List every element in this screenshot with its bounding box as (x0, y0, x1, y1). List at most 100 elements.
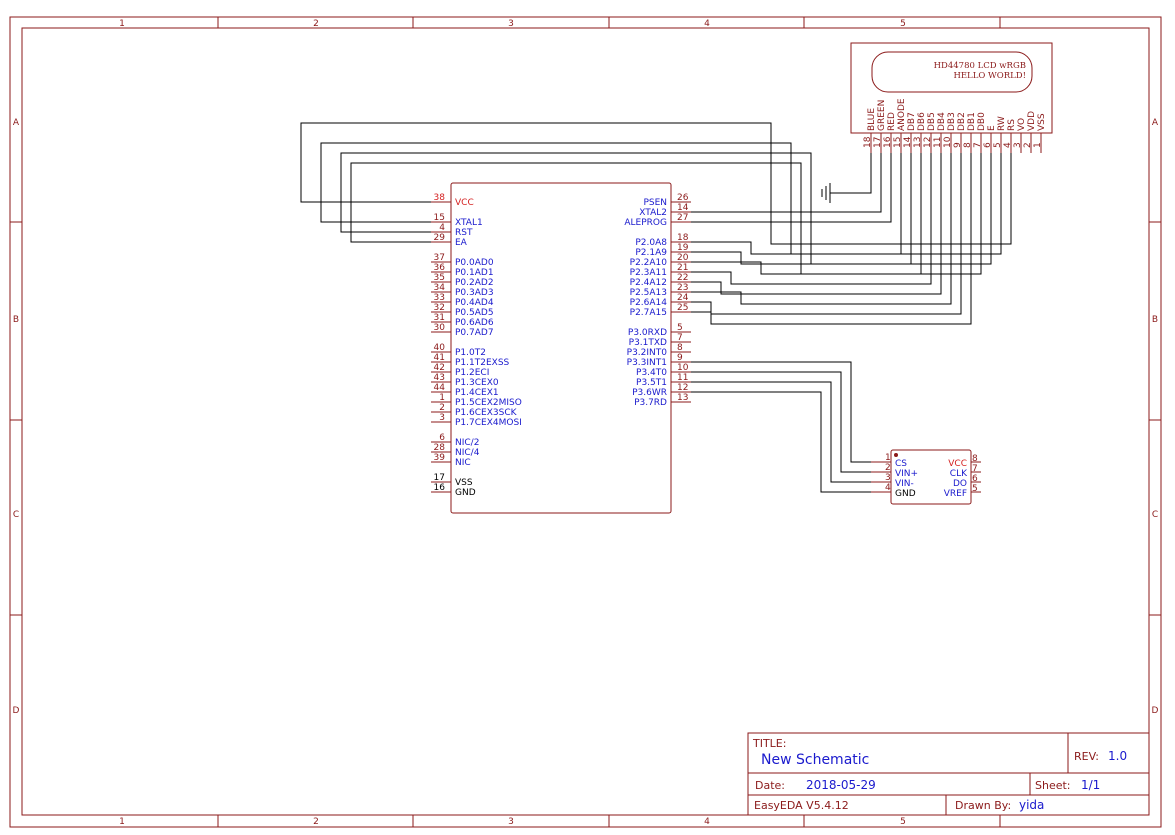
wire-p36-to-adc-gnd (691, 391, 871, 493)
lcd-pin-9-number: 9 (953, 142, 963, 148)
wire-aleprog-to-lcd-red (691, 153, 892, 223)
wire-ground-to-lcd-blue (869, 153, 872, 194)
mcu-pin-29-name: EA (455, 238, 468, 248)
lcd-pin-6-number: 6 (983, 142, 993, 148)
zone-row-D-right: D (1152, 706, 1159, 716)
lcd-pins: 18BLUE17GREEN16RED15ANODE14DB713DB612DB5… (863, 98, 1047, 153)
mcu-pin-18-name: P2.0A8 (635, 238, 667, 248)
mcu-pin-29-number: 29 (434, 233, 446, 243)
wire-p21-to-lcd-db7 (691, 153, 912, 265)
mcu-pin-5-number: 5 (677, 323, 683, 333)
lcd-pin-4-name: RS (1007, 119, 1017, 131)
adc-pin-4-number: 4 (885, 483, 891, 493)
mcu-pin-24-name: P2.6A14 (630, 298, 668, 308)
wire-rst-to-lcd-e (340, 152, 992, 265)
mcu-pin-1-number: 1 (439, 393, 445, 403)
mcu-pin-40-number: 40 (434, 343, 446, 353)
mcu-pin-15-number: 15 (434, 213, 445, 223)
lcd-pin-11-number: 11 (933, 137, 943, 148)
mcu-pin-7-name: P3.1TXD (629, 338, 667, 348)
sheet-label: Sheet: (1035, 779, 1071, 792)
mcu-pin-11-name: P3.5T1 (636, 378, 667, 388)
mcu-pin-4-name: RST (455, 228, 473, 238)
adc-body (890, 449, 972, 505)
mcu-pin-21-number: 21 (677, 263, 688, 273)
mcu-pin-27-number: 27 (677, 213, 688, 223)
lcd-pin-10-number: 10 (943, 136, 953, 148)
lcd-pin-18-name: BLUE (867, 108, 877, 131)
adc-pin-4-name: GND (895, 489, 916, 499)
mcu-pin-30-name: P0.7AD7 (455, 328, 494, 338)
mcu-pin-13-number: 13 (677, 393, 688, 403)
zone-col-2-top: 2 (313, 19, 319, 29)
mcu-pin-20-number: 20 (677, 253, 689, 263)
mcu-pin-38-name: VCC (455, 198, 474, 208)
mcu-pin-1-name: P1.5CEX2MISO (455, 398, 522, 408)
wire-p25-to-lcd-db3 (691, 153, 952, 305)
lcd-text-line2: HELLO WORLD! (953, 71, 1026, 81)
wire-ea-to-lcd-db0 (350, 153, 982, 275)
lcd-pin-6-name: E (987, 125, 997, 131)
zone-row-A-right: A (1152, 118, 1159, 128)
title-value: New Schematic (761, 752, 869, 768)
lcd-pin-7-name: DB0 (977, 112, 987, 131)
mcu-pin-41-name: P1.1T2EXSS (455, 358, 510, 368)
lcd-pin-3-number: 3 (1013, 142, 1023, 148)
lcd-pin-7-number: 7 (973, 142, 983, 148)
mcu-pin-11-number: 11 (677, 373, 688, 383)
mcu-pin-12-number: 12 (677, 383, 688, 393)
zone-col-3-bottom: 3 (508, 817, 514, 827)
lcd-pin-3-name: VO (1017, 118, 1027, 131)
title-label: TITLE: (752, 737, 786, 750)
mcu-pin-14-name: XTAL2 (639, 208, 667, 218)
zone-row-D-left: D (13, 706, 20, 716)
lcd-pin-13-number: 13 (913, 137, 923, 148)
mcu-pin-3-number: 3 (439, 413, 445, 423)
zone-row-C-left: C (13, 510, 19, 520)
mcu-pin-32-number: 32 (434, 303, 445, 313)
wire-p33-to-adc-cs (691, 361, 871, 463)
lcd-pin-2-number: 2 (1023, 142, 1033, 148)
mcu-pin-23-name: P2.5A13 (630, 288, 667, 298)
mcu-pin-6-number: 6 (439, 433, 445, 443)
mcu-pin-44-number: 44 (434, 383, 446, 393)
adc-pin-6-name: DO (953, 479, 967, 489)
adc-pin-3-name: VIN- (895, 479, 914, 489)
lcd-pin-12-name: DB5 (927, 112, 937, 131)
ground-symbol (821, 183, 869, 203)
mcu-pin-19-number: 19 (677, 243, 689, 253)
mcu-pin-25-number: 25 (677, 303, 688, 313)
adc-pin-3-number: 3 (885, 473, 891, 483)
lcd-pin-8-name: DB1 (967, 112, 977, 131)
wire-p23-to-lcd-db5 (691, 153, 932, 285)
drawn-by-label: Drawn By: (955, 799, 1011, 812)
outer-frame (9, 16, 1162, 828)
lcd-pin-15-number: 15 (893, 137, 903, 148)
adc-pin-1-name: CS (895, 459, 907, 469)
mcu-pin-12-name: P3.6WR (632, 388, 667, 398)
mcu-pin-10-number: 10 (677, 363, 689, 373)
mcu-pin-34-name: P0.3AD3 (455, 288, 494, 298)
mcu-pin-6-name: NIC/2 (455, 438, 479, 448)
mcu-pin-31-number: 31 (434, 313, 445, 323)
wire-p22-to-lcd-db6 (691, 153, 922, 275)
mcu-pin-25-name: P2.7A15 (630, 308, 667, 318)
lcd-pin-14-number: 14 (903, 136, 913, 148)
mcu-pin-44-name: P1.4CEX1 (455, 388, 499, 398)
sheet-value: 1/1 (1081, 778, 1100, 792)
zone-row-C-right: C (1152, 510, 1158, 520)
software-label: EasyEDA V5.4.12 (754, 799, 849, 812)
lcd-pin-12-number: 12 (923, 137, 933, 148)
mcu-pin-27-name: ALEPROG (624, 218, 667, 228)
mcu-pin-8-name: P3.2INT0 (627, 348, 668, 358)
mcu-pin-33-name: P0.4AD4 (455, 298, 494, 308)
mcu-pin-4-number: 4 (439, 223, 445, 233)
mcu-pin-17-number: 17 (434, 473, 445, 483)
mcu-pin-35-name: P0.2AD2 (455, 278, 494, 288)
mcu-pin-22-number: 22 (677, 273, 688, 283)
lcd-pin-5-name: RW (997, 116, 1007, 131)
mcu-pin-28-name: NIC/4 (455, 448, 480, 458)
